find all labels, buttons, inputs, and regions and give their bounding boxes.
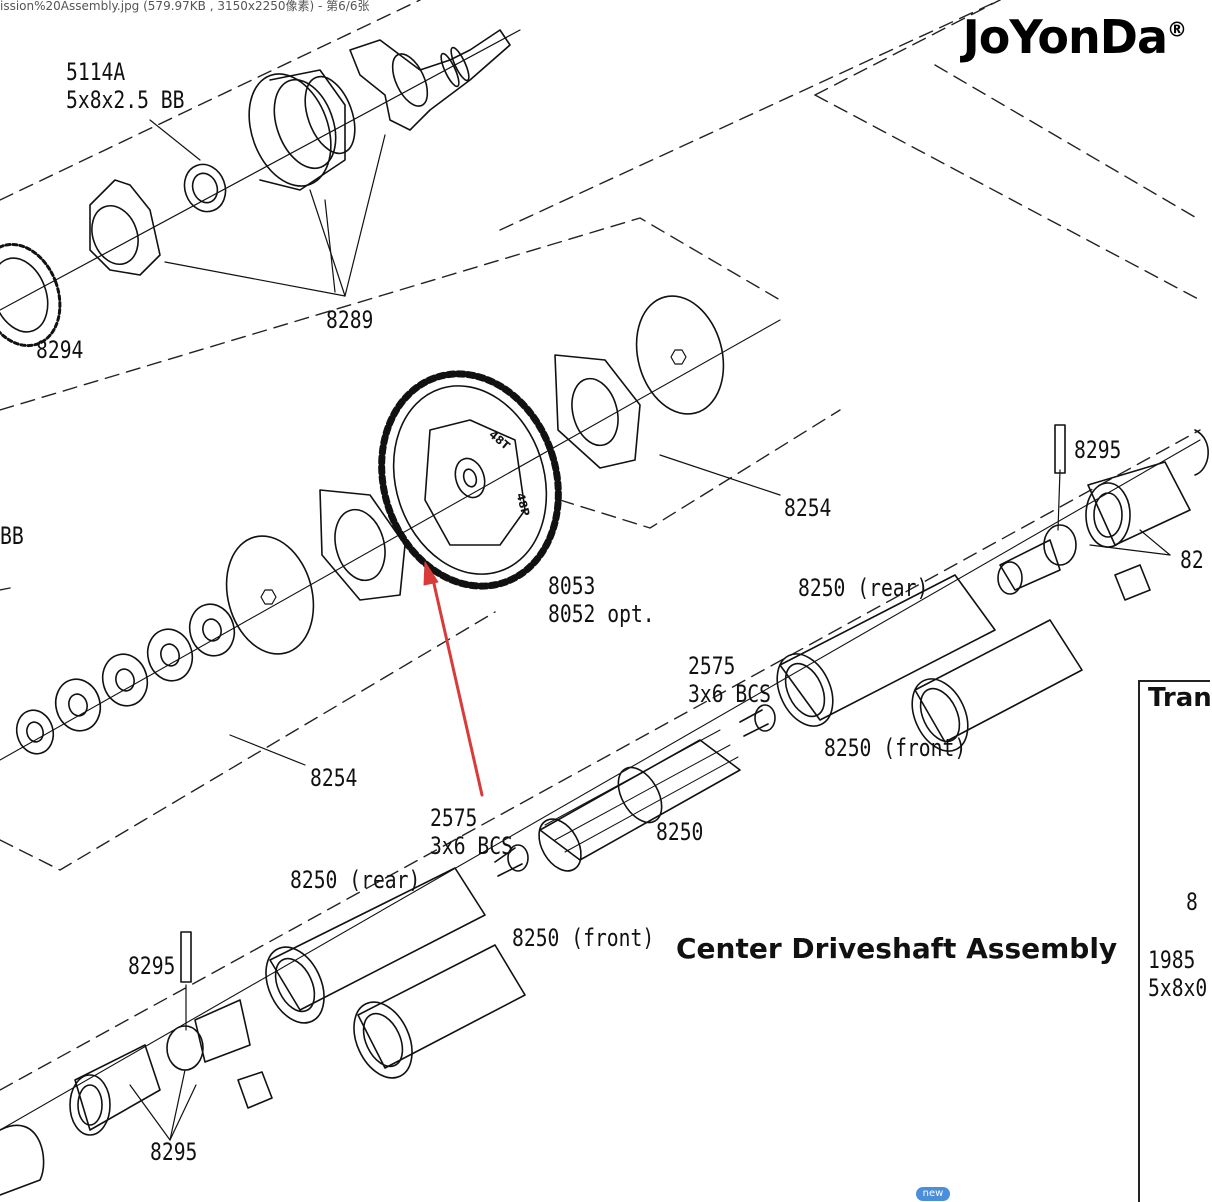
hex-plate-right [554,354,641,469]
label-8294: 8294 [36,336,84,364]
diagram-title: Center Driveshaft Assembly [676,932,1118,965]
label-8250-mid: 8250 [656,818,704,846]
washer-stack [15,603,236,755]
brand-logo: JoYonDa® [962,10,1187,64]
tube-8250-rear-bottom [265,867,486,1024]
label-8254-bottom: 8254 [310,764,358,792]
slipper-pad-left [225,535,315,655]
label-8250-rear-top: 8250 (rear) [798,574,929,602]
spline-hub-part [89,179,161,276]
label-82-right: 82 [1180,546,1204,574]
transmission-panel-border [1138,680,1210,1202]
leader-lines-82 [1057,469,1171,556]
u-joint-right [997,424,1209,601]
label-8250-front-bottom: 8250 (front) [512,924,655,952]
screw-2575-bottom [494,844,529,877]
leader-8254-bottom [229,734,306,766]
spur-gear-8053 [378,370,562,590]
leader-lines-8295-bottom [129,984,197,1141]
splined-shaft-8250 [538,729,741,872]
bearing-5114a [183,163,227,213]
dashed-group-boundaries [0,0,1201,1091]
gear-8294 [0,242,62,348]
top-shaft-axis [0,29,521,311]
window-caption: ission%20Assembly.jpg (579.97KB , 3150x2… [0,0,1000,14]
label-8289: 8289 [326,306,374,334]
red-pointer-arrow [423,561,484,797]
new-badge[interactable]: new [916,1187,950,1201]
label-8295-top: 8295 [1074,436,1122,464]
slipper-axis [0,319,781,761]
screw-2575-top [739,704,776,737]
label-8295-bottom: 8295 [150,1138,198,1166]
registered-mark: ® [1167,17,1187,42]
slipper-cup-part [248,69,356,191]
gear-marking-1: 48T [486,428,512,453]
label-8254-top: 8254 [784,494,832,522]
label-tran: Tran [1148,683,1212,713]
tube-8250-front-top [911,619,1083,752]
driveshaft-axis [0,439,1201,1131]
label-8250-rear-bottom: 8250 (rear) [290,866,421,894]
hex-plate-left [319,489,406,601]
leader-8254-top [659,454,781,496]
differential-output-part [349,29,511,131]
brand-name: JoYonDa [962,10,1168,64]
slipper-pad-right [635,295,725,415]
label-8-right: 8 [1186,888,1198,916]
label-bb-left: BB [0,522,24,550]
gear-marking-2: 48P [514,492,533,518]
leader-lines-8289 [149,119,386,297]
label-8250-front-top: 8250 (front) [824,734,967,762]
tube-8250-rear-top [776,574,996,727]
label-8295-left: 8295 [128,952,176,980]
tube-8250-front-bottom [353,944,526,1079]
